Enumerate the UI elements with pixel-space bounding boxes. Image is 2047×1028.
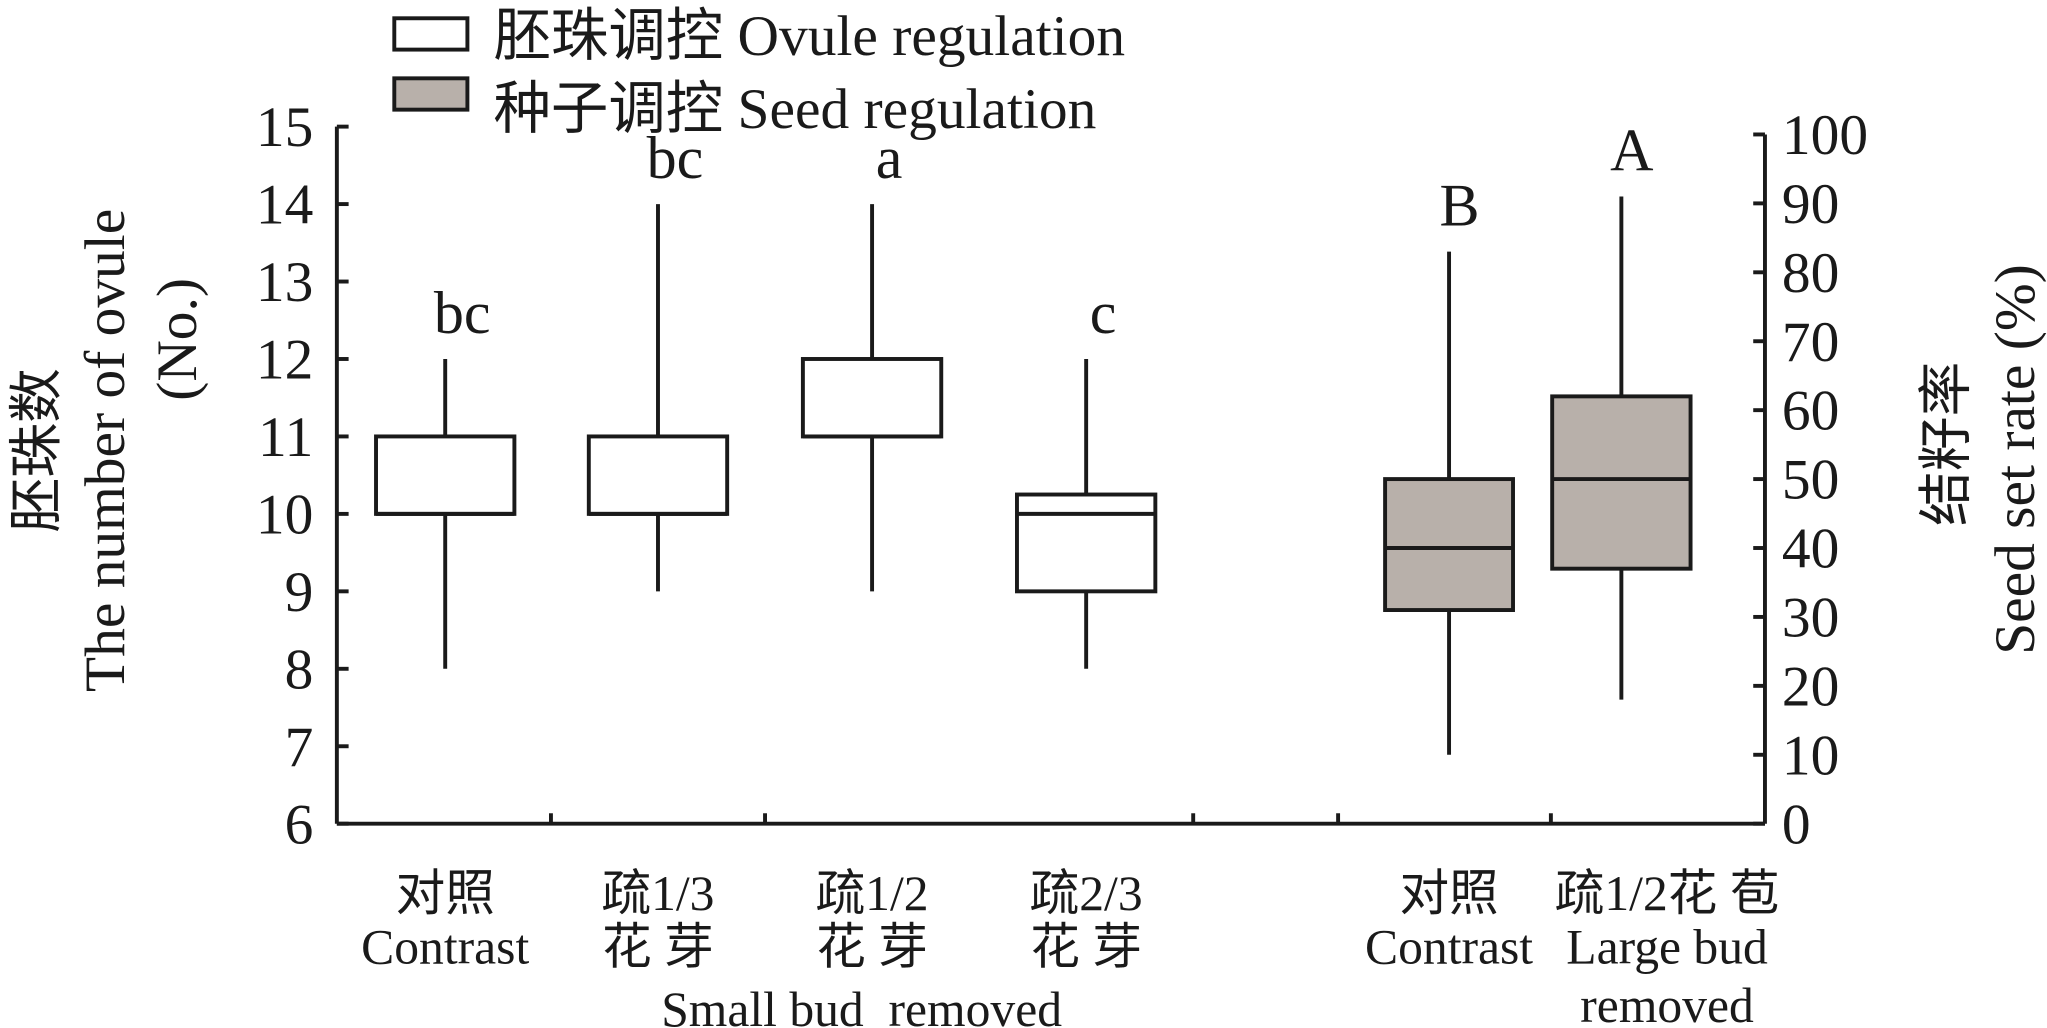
box xyxy=(800,357,944,439)
box xyxy=(1383,477,1515,612)
category-label-line1: 疏1/2 xyxy=(816,866,929,921)
left-tick-label: 6 xyxy=(285,793,314,856)
significance-letter: bc xyxy=(434,279,491,346)
category-label-line2: Contrast xyxy=(361,919,529,974)
category-label-line1: 对照 xyxy=(1399,866,1498,921)
category-label-line2: 花 芽 xyxy=(816,919,928,974)
right-tick-label: 10 xyxy=(1782,724,1839,787)
right-tick-label: 100 xyxy=(1782,104,1868,167)
left-tick-label: 10 xyxy=(256,483,313,546)
right-tick-label: 60 xyxy=(1782,380,1839,443)
category-label-line2: 花 芽 xyxy=(602,919,714,974)
left-tick-label: 13 xyxy=(256,251,313,314)
left-tick-label: 7 xyxy=(285,716,314,779)
right-tick-label: 70 xyxy=(1782,311,1839,374)
significance-letter: a xyxy=(876,124,903,191)
left-tick-label: 11 xyxy=(258,406,313,469)
right-tick-label: 80 xyxy=(1782,242,1839,305)
left-tick-label: 9 xyxy=(285,561,314,624)
group-caption: Small bud removed xyxy=(661,982,1062,1028)
left-tick-label: 12 xyxy=(256,329,313,392)
right-tick-label: 0 xyxy=(1782,793,1811,856)
category-label-line2: Contrast xyxy=(1365,919,1533,974)
left-axis-title-unit: (No.) xyxy=(146,278,209,401)
legend-swatch-seed xyxy=(392,76,470,112)
box xyxy=(586,434,730,516)
legend-label-ovule: 胚珠调控 Ovule regulation xyxy=(494,5,1126,68)
box xyxy=(1550,394,1693,571)
category-label-line2: 花 芽 xyxy=(1030,919,1142,974)
legend-swatch-ovule xyxy=(392,16,470,52)
left-axis-title-en: The number of ovule xyxy=(74,209,137,692)
significance-letter: bc xyxy=(647,124,704,191)
significance-letter: c xyxy=(1090,279,1117,346)
box xyxy=(1015,492,1158,594)
left-tick-label: 8 xyxy=(285,638,314,701)
category-label-line1: 疏1/3 xyxy=(602,866,715,921)
right-axis-title-en: Seed set rate (%) xyxy=(1984,264,2047,655)
category-label-line2: Large bud xyxy=(1566,919,1768,974)
right-tick-label: 20 xyxy=(1782,655,1839,718)
right-tick-label: 50 xyxy=(1782,449,1839,512)
significance-letter: B xyxy=(1439,172,1479,239)
significance-letter: A xyxy=(1610,116,1653,183)
left-axis-title-cn: 胚珠数 xyxy=(6,368,67,532)
left-tick-label: 14 xyxy=(256,174,313,237)
category-label-line1: 疏2/3 xyxy=(1030,866,1143,921)
right-tick-label: 40 xyxy=(1782,518,1839,581)
left-tick-label: 15 xyxy=(256,96,313,159)
box xyxy=(374,434,517,516)
right-axis-title-cn: 结籽率 xyxy=(1916,362,1977,526)
legend: 胚珠调控 Ovule regulation 种子调控 Seed regulati… xyxy=(392,5,1126,141)
category-label-line1: 疏1/2花 苞 xyxy=(1555,866,1780,921)
legend-label-seed: 种子调控 Seed regulation xyxy=(494,78,1097,141)
right-tick-label: 90 xyxy=(1782,173,1839,236)
right-tick-label: 30 xyxy=(1782,587,1839,650)
category-label-line1: 对照 xyxy=(396,866,495,921)
category-label-line3: removed xyxy=(1580,978,1754,1028)
